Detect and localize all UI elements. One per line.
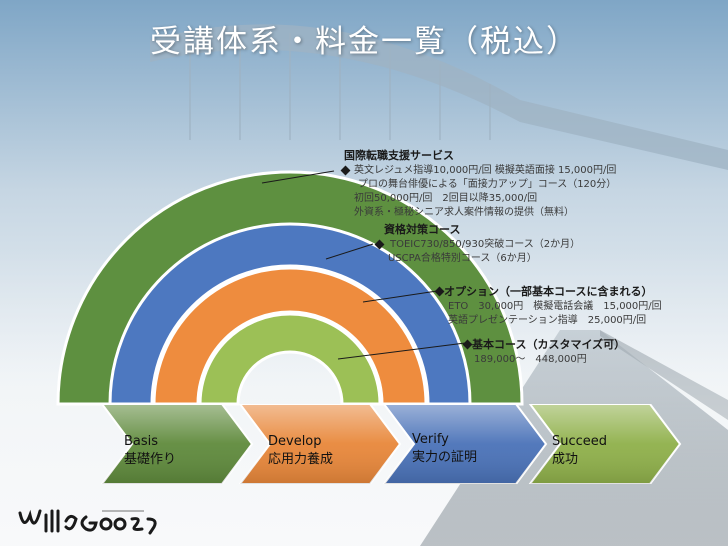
step-label-verify: Verify 実力の証明 (412, 431, 477, 467)
step-label-develop: Develop 応用力養成 (268, 433, 333, 469)
leader-line-1 (261, 170, 335, 184)
tier-heading: 国際転職支援サービス (344, 149, 454, 162)
tier-label-career: 国際転職支援サービス 英文レジュメ指導10,000円/回 模擬英語面接 15,0… (344, 148, 616, 220)
tier-line: 189,000～ 448,000円 (474, 354, 587, 365)
tier-line: 外資系・極秘シニア求人案件情報の提供（無料） (354, 207, 574, 218)
tier-label-certification: 資格対策コース TOEIC730/850/930突破コース（2か月） USCPA… (384, 222, 580, 266)
step-ja: 応用力養成 (268, 452, 334, 467)
tier-heading: オプション（一部基本コースに含まれる） (444, 285, 653, 298)
tier-label-basic: 基本コース（カスタマイズ可） 189,000～ 448,000円 (472, 337, 625, 367)
step-label-basis: Basis 基礎作り (124, 433, 176, 469)
leader-line-3 (362, 290, 438, 303)
step-en: Succeed (552, 434, 608, 449)
step-ja: 実力の証明 (412, 450, 478, 465)
tier-heading: 基本コース（カスタマイズ可） (472, 338, 626, 351)
tier-line: 英語プレゼンテーション指導 25,000円/回 (448, 315, 647, 326)
tier-line: 初回50,000円/回 2回目以降35,000/回 (354, 193, 538, 204)
tier-label-options: オプション（一部基本コースに含まれる） ETO 30,000円 模擬電話会議 1… (444, 284, 662, 328)
leader-line-2 (325, 243, 374, 260)
brand-logo (18, 509, 157, 535)
step-en: Verify (412, 432, 449, 447)
tier-line: プロの舞台俳優による「面接力アップ」コース（120分） (358, 179, 617, 190)
step-label-succeed: Succeed 成功 (552, 433, 607, 469)
process-steps (100, 404, 682, 484)
arch-tier-inner (198, 312, 382, 406)
tier-heading: 資格対策コース (384, 223, 461, 236)
step-en: Basis (124, 434, 159, 449)
arch-tier-orange (152, 266, 428, 406)
tier-line: ETO 30,000円 模擬電話会議 15,000円/回 (448, 301, 662, 312)
step-ja: 基礎作り (124, 452, 177, 467)
arch-tier-blue (108, 222, 472, 406)
tier-line: 英文レジュメ指導10,000円/回 模擬英語面接 15,000円/回 (354, 165, 617, 176)
step-chevron-basis (100, 404, 254, 484)
step-ja: 成功 (552, 452, 579, 467)
tier-line: USCPA合格特別コース（6か月） (388, 253, 537, 264)
step-chevron-develop (238, 404, 402, 484)
leader-line-4 (337, 342, 466, 360)
page-title: 受講体系・料金一覧（税込） (150, 24, 579, 60)
tier-line: TOEIC730/850/930突破コース（2か月） (390, 239, 581, 250)
step-chevron-verify (382, 404, 548, 484)
step-chevron-succeed (528, 404, 682, 484)
step-en: Develop (268, 434, 322, 449)
